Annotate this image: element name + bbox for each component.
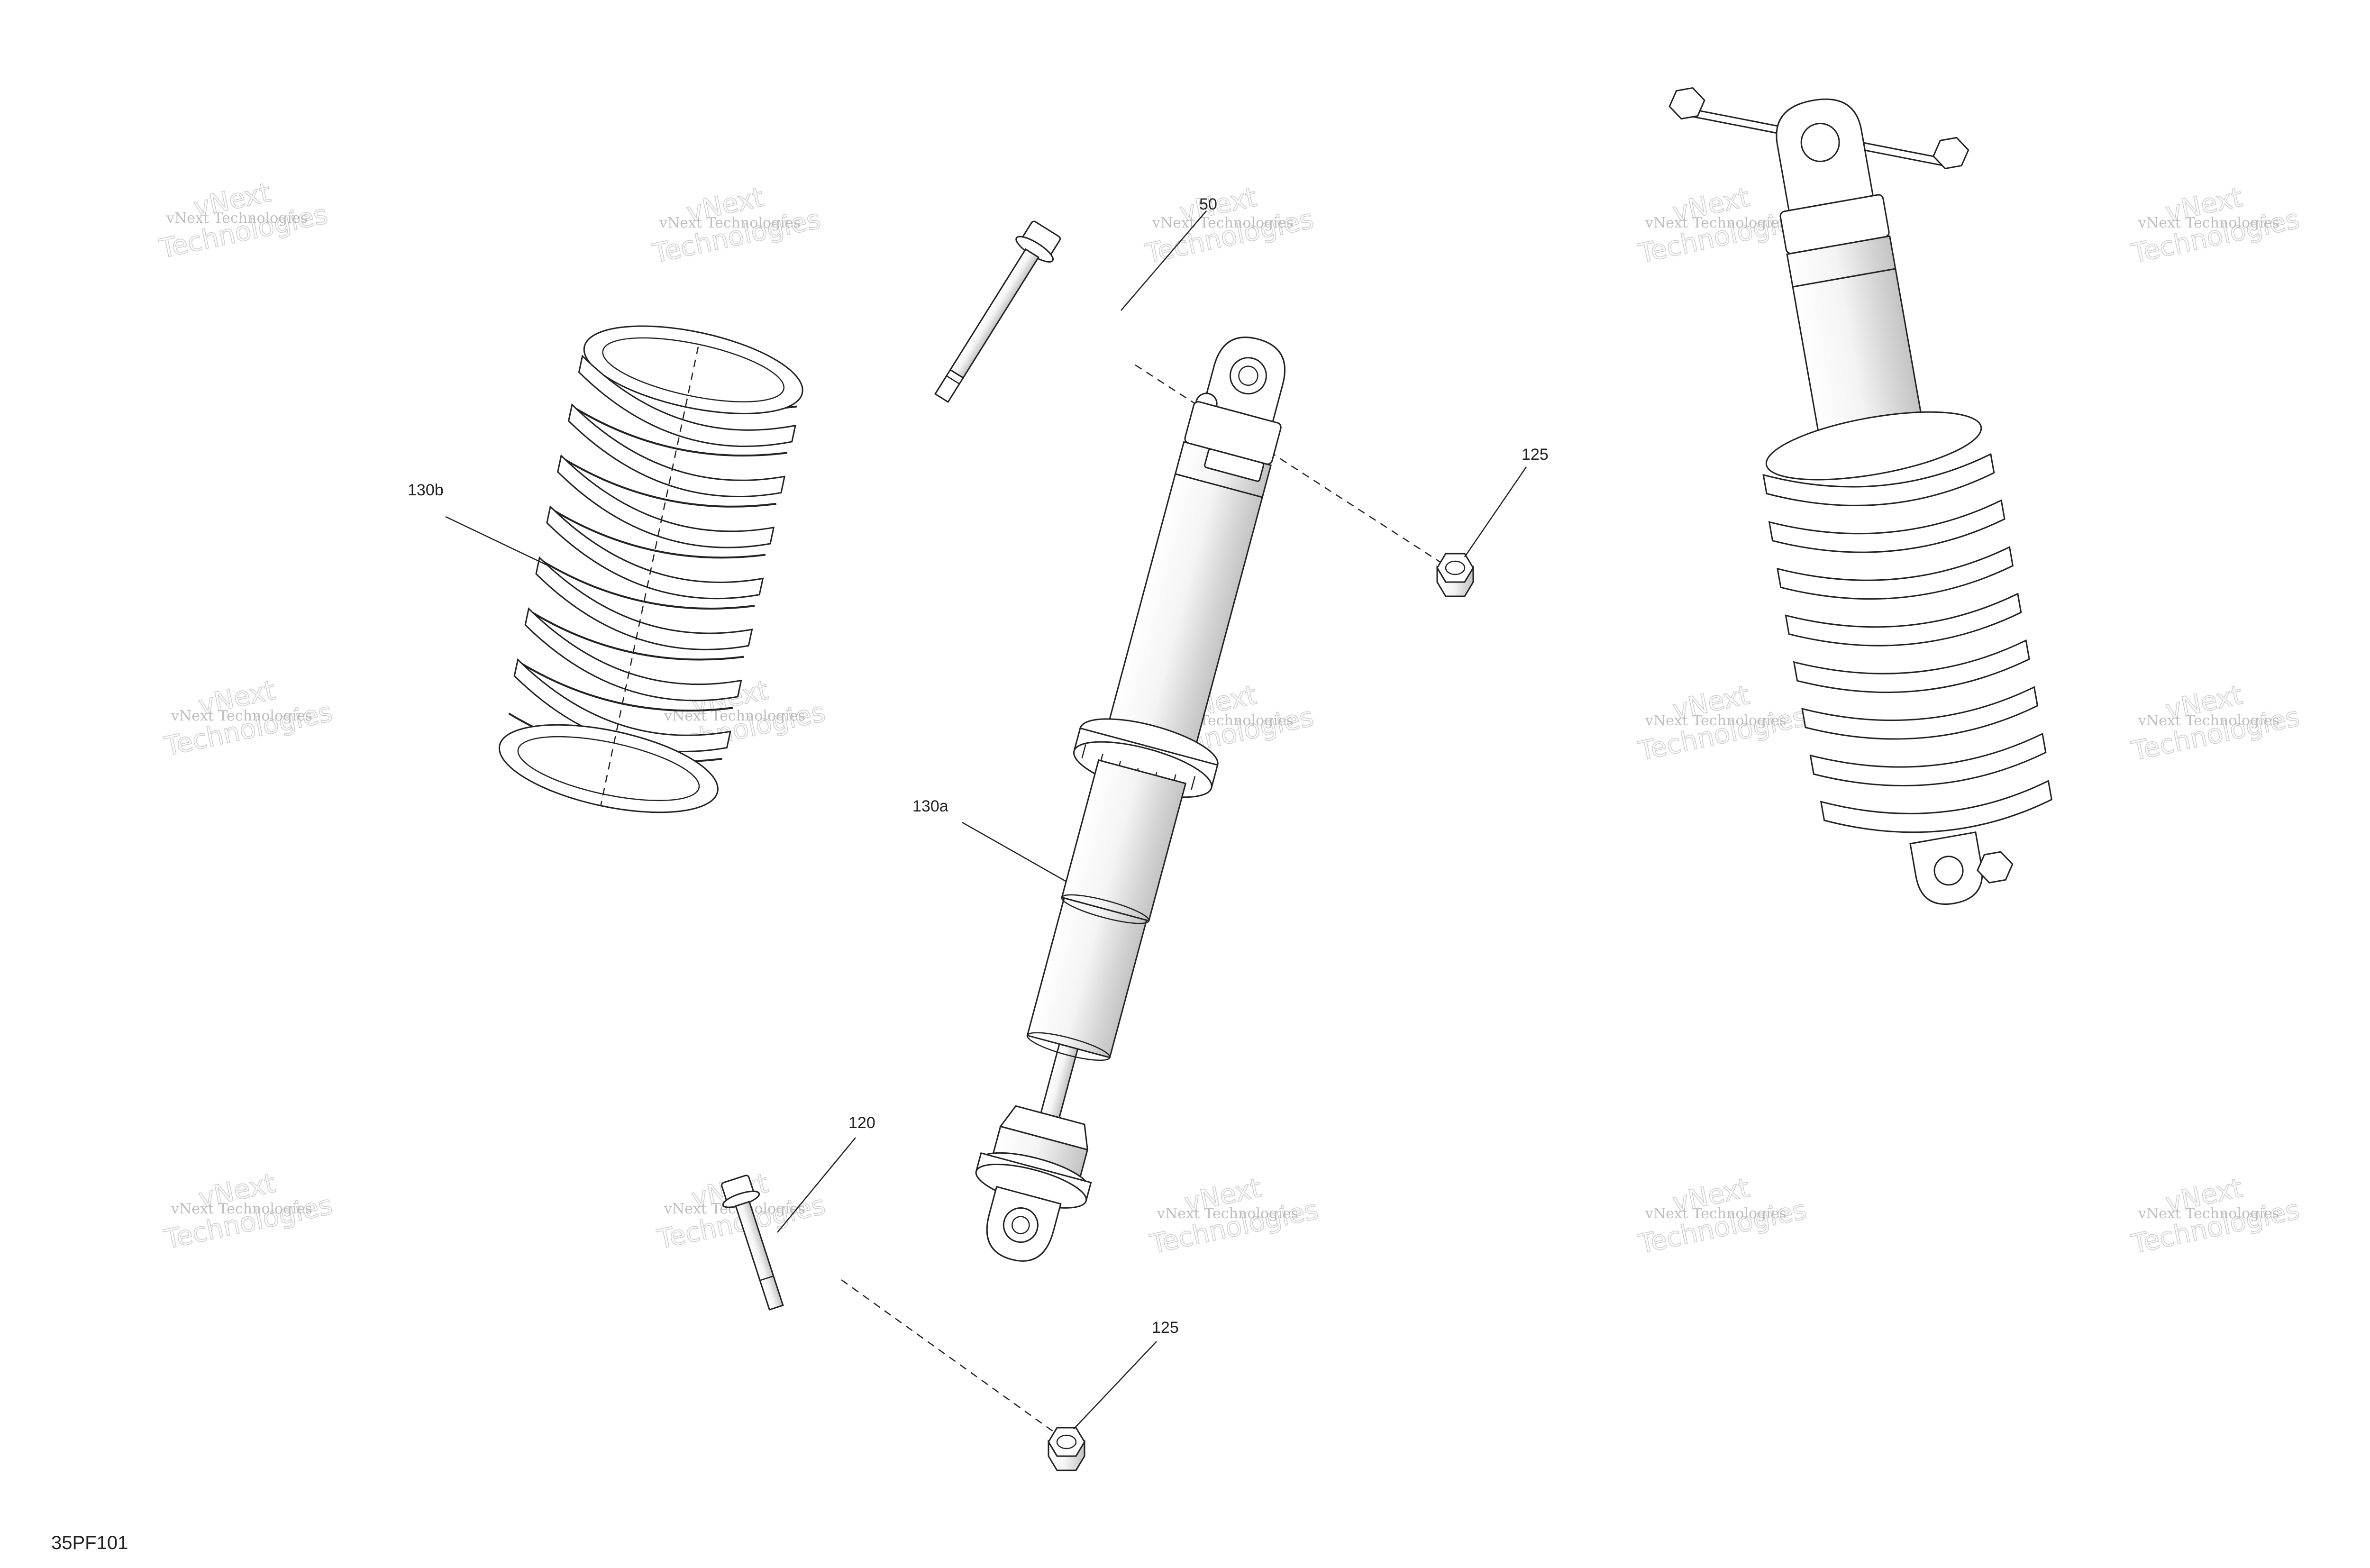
svg-text:vNext Technologies: vNext Technologies (1157, 1205, 1298, 1222)
leader-line-130b (445, 516, 550, 567)
svg-text:vNext Technologies: vNext Technologies (2138, 1205, 2279, 1222)
leader-line-125-top (1464, 466, 1527, 557)
svg-text:vNext Technologies: vNext Technologies (1645, 712, 1787, 729)
callout-50: 50 (1199, 195, 1217, 213)
svg-text:vNext Technologies: vNext Technologies (166, 210, 308, 227)
svg-text:vNext Technologies: vNext Technologies (1645, 215, 1787, 231)
svg-text:vNext Technologies: vNext Technologies (1152, 215, 1294, 231)
assembled-shock-part (1668, 87, 2052, 905)
spring-coils (498, 325, 803, 813)
top-assembly-axis (1135, 364, 1444, 565)
callout-120: 120 (848, 1114, 875, 1132)
svg-text:vNext Technologies: vNext Technologies (2138, 215, 2279, 231)
callout-125-top: 125 (1522, 446, 1549, 464)
leader-line-125-bottom (1073, 1341, 1157, 1430)
top-bolt-part (934, 220, 1061, 403)
diagram-reference-code: 35PF101 (51, 1532, 128, 1553)
callout-125-bottom: 125 (1152, 1319, 1179, 1337)
bottom-bolt-part (721, 1175, 784, 1311)
spring-centerline (600, 346, 699, 806)
svg-text:vNext Technologies: vNext Technologies (2138, 712, 2279, 729)
leader-line-120 (777, 1137, 856, 1233)
svg-text:vNext Technologies: vNext Technologies (1645, 1205, 1787, 1222)
top-nut-part (1436, 553, 1474, 597)
coil-spring-part (498, 325, 803, 813)
svg-text:vNext Technologies: vNext Technologies (171, 708, 312, 724)
leader-line-50 (1121, 210, 1207, 311)
leader-line-130a (962, 821, 1067, 883)
bottom-assembly-axis (841, 1279, 1067, 1442)
svg-text:vNext Technologies: vNext Technologies (171, 1201, 312, 1217)
callout-130b: 130b (408, 481, 444, 499)
shock-absorber-part (975, 337, 1285, 1262)
bottom-nut-part (1048, 1427, 1085, 1471)
svg-text:vNext Technologies: vNext Technologies (659, 215, 801, 231)
preload-collar (1073, 718, 1219, 798)
callout-130a: 130a (912, 797, 948, 815)
